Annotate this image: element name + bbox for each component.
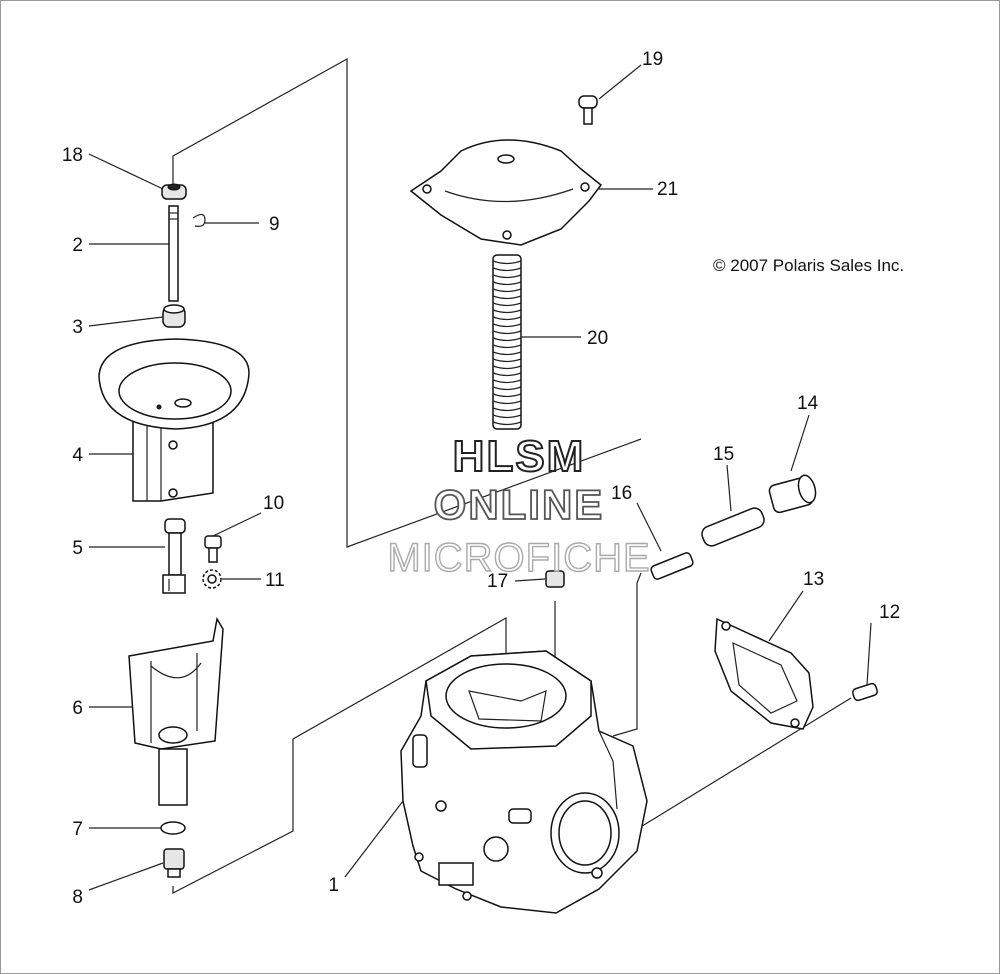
part-14-plug [768,474,817,514]
callout-9: 9 [269,214,280,235]
callout-15: 15 [713,444,734,465]
callout-7: 7 [72,819,83,840]
callout-12: 12 [879,602,900,623]
callout-5: 5 [72,538,83,559]
part-16-pilot-screw [650,552,694,580]
callout-21: 21 [657,179,678,200]
copyright-text: © 2007 Polaris Sales Inc. [713,256,904,275]
part-3-spacer [162,304,186,328]
spring-coil [492,281,522,286]
assembly-guide-lines [172,57,852,894]
watermark-line-2: ONLINE [434,481,605,528]
spring-coil [492,260,522,265]
callout-14: 14 [797,393,819,414]
part-1-carburetor-body [400,650,648,914]
spring-coil [492,393,522,398]
spring-coil [492,337,522,342]
spring-coil [492,421,522,426]
callout-17: 17 [487,571,508,592]
part-2-jet-needle [168,205,179,302]
leader-lines [88,64,872,891]
watermark-line-1: HLSM [453,432,586,481]
callout-10: 10 [263,493,284,514]
part-7-o-ring [160,821,186,835]
callout-2: 2 [72,235,83,256]
callout-3: 3 [72,317,83,338]
spring-coil [492,407,522,412]
callout-6: 6 [72,698,83,719]
spring-coil [492,358,522,363]
spring-coil [492,302,522,307]
spring-coil [492,351,522,356]
part-15-spring [701,507,765,547]
callout-18: 18 [62,145,83,166]
part-4-diaphragm-piston [98,338,250,502]
part-17-screw [545,570,565,588]
callout-1: 1 [328,875,339,896]
callout-16: 16 [611,483,632,504]
spring-coil [492,365,522,370]
spring-coil [492,344,522,349]
part-5-needle-jet [162,518,186,594]
spring-coil [492,379,522,384]
callout-8: 8 [72,887,83,908]
watermark: HLSM ONLINE MICROFICHE [387,431,651,581]
part-18-nut [161,183,187,200]
part-13-cover-plate [714,617,814,730]
part-12-screw [852,682,878,702]
watermark-line-3: MICROFICHE [387,536,650,580]
part-11-lock-washer [202,569,222,589]
spring-coil [492,295,522,300]
part-21-top-cover [409,139,603,246]
part-19-screw [578,95,598,125]
callout-4: 4 [72,445,83,466]
spring-coil [492,323,522,328]
callout-13: 13 [803,569,824,590]
spring-coil [492,288,522,293]
part-8-main-jet [163,848,185,878]
part-10-screw [204,535,222,563]
spring-coil [492,316,522,321]
callout-labels: 1 2 3 4 5 6 7 8 9 10 11 12 13 14 15 16 1… [62,49,900,908]
spring-coil [492,267,522,272]
spring-coil [492,386,522,391]
spring-coil [492,372,522,377]
spring-coil [492,309,522,314]
part-20-spring [492,254,522,430]
part-6-holder [128,616,224,806]
spring-coil [492,330,522,335]
part-9-e-clip [192,213,206,227]
callout-20: 20 [587,328,608,349]
spring-coil [492,274,522,279]
spring-coil [492,414,522,419]
spring-coil [492,400,522,405]
callout-11: 11 [265,570,285,591]
callout-19: 19 [642,49,663,70]
